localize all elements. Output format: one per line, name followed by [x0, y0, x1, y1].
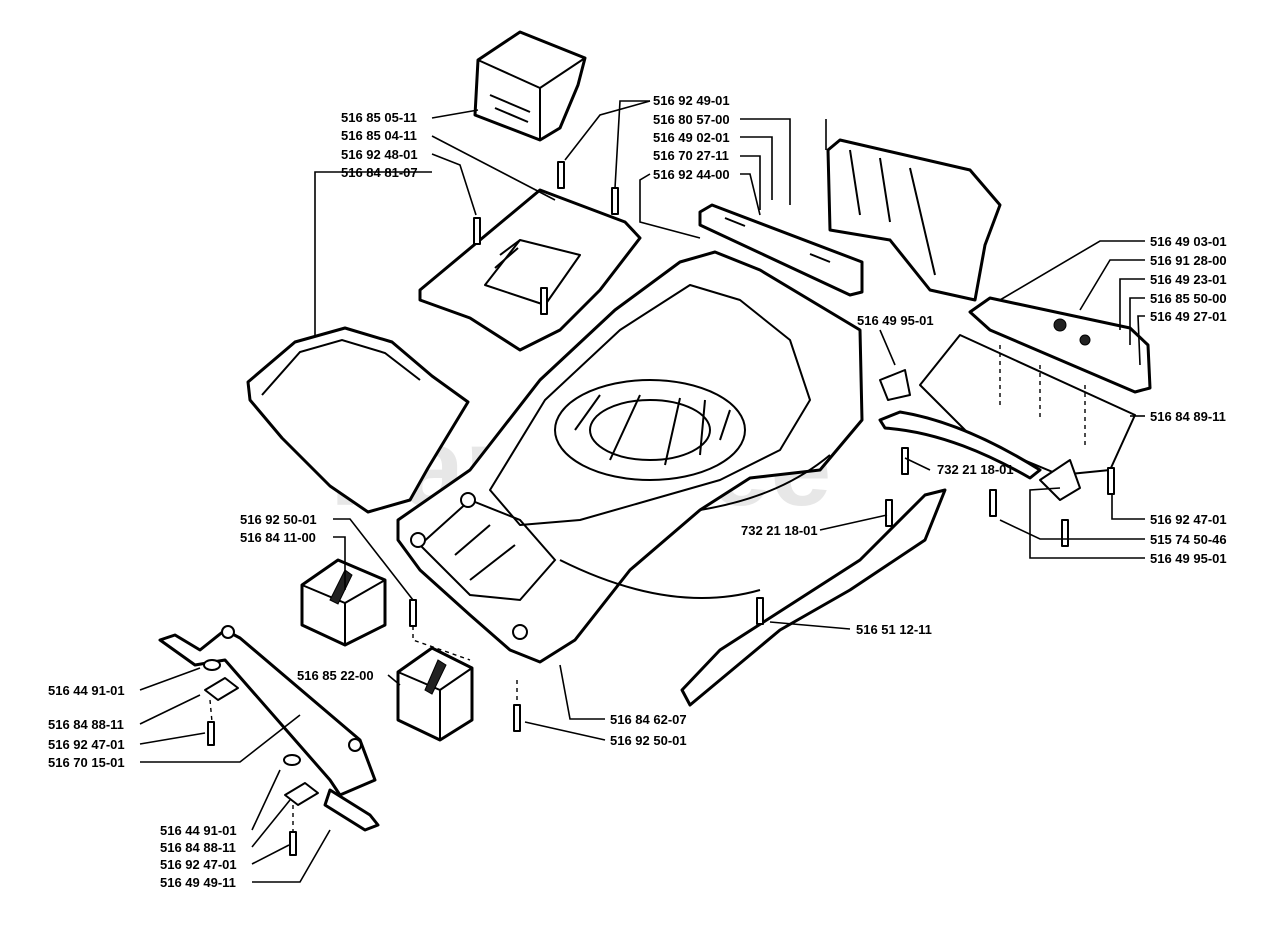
part-label: 516 49 95-01	[1150, 551, 1227, 566]
part-label: 516 92 50-01	[610, 733, 687, 748]
part-label: 516 51 12-11	[856, 622, 932, 637]
part-label: 516 92 47-01	[160, 857, 237, 872]
part-label: 516 84 81-07	[341, 165, 418, 180]
skid-rail-part	[680, 488, 947, 707]
part-label: 516 92 48-01	[341, 147, 418, 162]
curved-strip-part	[878, 410, 1042, 480]
part-label: 516 80 57-00	[653, 112, 730, 127]
side-bracket-part	[879, 369, 1081, 501]
part-label: 516 92 47-01	[48, 737, 125, 752]
part-label: 516 84 89-11	[1150, 409, 1226, 424]
flap-plate-part	[418, 188, 642, 352]
screw-upper-part	[207, 721, 215, 746]
part-label: 516 92 49-01	[653, 93, 730, 108]
rear-chute-part	[826, 138, 1002, 302]
part-label: 732 21 18-01	[741, 523, 818, 538]
part-label: 516 70 27-11	[653, 148, 729, 163]
part-labels: 516 85 05-11 516 85 04-11 516 92 48-01 5…	[48, 93, 1227, 890]
part-label: 516 92 44-00	[653, 167, 730, 182]
part-label: 732 21 18-01	[937, 462, 1014, 477]
part-label: 516 84 88-11	[48, 717, 124, 732]
part-label: 516 49 27-01	[1150, 309, 1227, 324]
part-label: 515 74 50-46	[1150, 532, 1227, 547]
mower-deck-part	[396, 250, 864, 664]
axle-linkage-part	[158, 625, 380, 832]
cover-box-part	[473, 30, 587, 142]
part-label: 516 85 22-00	[297, 668, 374, 683]
part-label: 516 44 91-01	[48, 683, 125, 698]
part-label: 516 49 03-01	[1150, 234, 1227, 249]
part-label: 516 49 95-01	[857, 313, 934, 328]
washer-upper-part	[203, 659, 221, 671]
screws	[409, 161, 1115, 732]
part-label: 516 44 91-01	[160, 823, 237, 838]
screw-lower-part	[289, 831, 297, 856]
block-lower-part	[396, 646, 474, 742]
bracket-lower-part	[284, 782, 319, 806]
part-label: 516 85 50-00	[1150, 291, 1227, 306]
leader-lines	[139, 100, 1145, 883]
part-label: 516 70 15-01	[48, 755, 125, 770]
guard-flap-part	[246, 326, 470, 514]
part-label: 516 85 05-11	[341, 110, 417, 125]
part-label: 516 84 11-00	[240, 530, 316, 545]
part-label: 516 84 88-11	[160, 840, 236, 855]
part-label: 516 49 23-01	[1150, 272, 1227, 287]
bracket-upper-part	[204, 677, 239, 701]
part-label: 516 92 47-01	[1150, 512, 1227, 527]
washer-lower-part	[283, 754, 301, 766]
rear-bar-part	[698, 203, 864, 297]
right-bracket-part	[968, 296, 1152, 394]
part-label: 516 85 04-11	[341, 128, 417, 143]
part-label: 516 91 28-00	[1150, 253, 1227, 268]
part-label: 516 49 02-01	[653, 130, 730, 145]
part-label: 516 84 62-07	[610, 712, 687, 727]
part-label: 516 49 49-11	[160, 875, 236, 890]
block-upper-part	[300, 558, 387, 647]
part-label: 516 92 50-01	[240, 512, 317, 527]
